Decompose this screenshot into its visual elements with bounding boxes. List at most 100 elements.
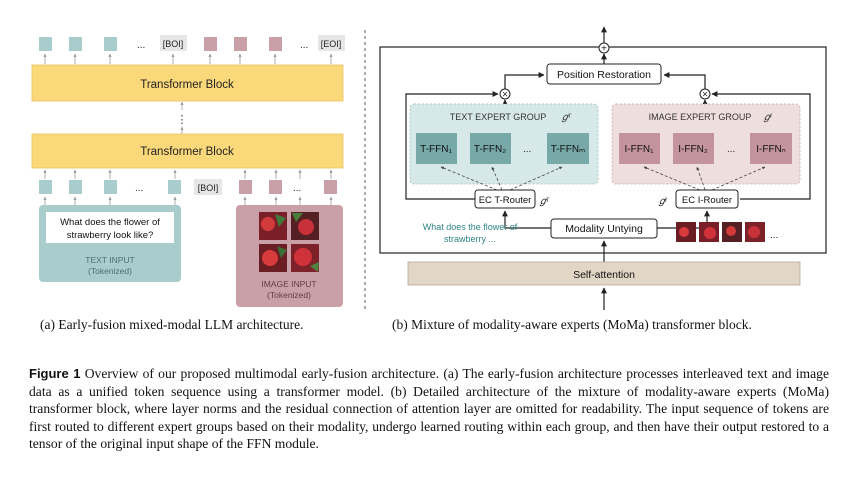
i-ffn-1 bbox=[619, 133, 660, 164]
ec-i-router bbox=[675, 189, 739, 209]
modality-untying-box bbox=[550, 218, 658, 239]
boi-token-box bbox=[194, 179, 222, 195]
ellipsis: ... bbox=[300, 40, 308, 51]
early-fusion-panel: ... [BOI] ... [EOI] Transformer Block ⋮ bbox=[31, 35, 345, 307]
boi-token-label: [BOI] bbox=[163, 39, 184, 49]
leaf-icon bbox=[277, 246, 287, 258]
strawberry-thumb-fruit-icon bbox=[704, 227, 716, 239]
eoi-token-label: [EOI] bbox=[321, 39, 342, 49]
i-ffn-2-label: I-FFN₂ bbox=[678, 144, 708, 155]
question-line-1: What does the flower of bbox=[60, 217, 160, 228]
input-arrows bbox=[43, 196, 333, 205]
text-router-gate-line bbox=[405, 96, 475, 200]
ec-t-router bbox=[474, 189, 536, 209]
image-input-label-2: (Tokenized) bbox=[267, 290, 311, 300]
text-token bbox=[39, 180, 52, 194]
image-token-thumbnails: ... bbox=[676, 222, 778, 242]
image-token bbox=[239, 180, 252, 194]
ec-i-router-label: EC I-Router bbox=[682, 195, 732, 206]
i-ffn-1-label: I-FFN₁ bbox=[625, 144, 655, 155]
text-token bbox=[69, 180, 82, 194]
text-expert-group-symbol: 𝑔ᵀ bbox=[561, 112, 573, 123]
upper-arrows bbox=[43, 53, 333, 64]
strawberry-thumb-fruit-icon bbox=[748, 226, 760, 238]
i-ffn-n-label: I-FFNₙ bbox=[756, 144, 786, 155]
strawberry-fruit-icon bbox=[262, 250, 278, 266]
lower-arrows bbox=[43, 169, 333, 179]
image-gate-path bbox=[711, 91, 811, 97]
t-ffn-1 bbox=[416, 133, 457, 164]
text-multiply-icon bbox=[499, 88, 511, 100]
transformer-block-lower bbox=[31, 133, 344, 169]
position-restoration-box bbox=[546, 63, 662, 85]
image-expert-group-title: IMAGE EXPERT GROUP bbox=[649, 112, 752, 122]
i-ffn-n bbox=[750, 133, 792, 164]
image-output-path bbox=[663, 72, 706, 90]
transformer-block-upper-label: Transformer Block bbox=[140, 79, 234, 91]
image-token bbox=[234, 37, 247, 51]
ellipsis: ... bbox=[135, 183, 143, 194]
strawberry-fruit-icon bbox=[298, 219, 314, 235]
transformer-block-upper bbox=[31, 64, 344, 102]
t-ffn-1-label: T-FFN₁ bbox=[420, 144, 452, 155]
text-token bbox=[69, 37, 82, 51]
figure-caption-text: Overview of our proposed multimodal earl… bbox=[29, 366, 829, 452]
ellipsis: ... bbox=[293, 183, 301, 194]
self-attention-label: Self-attention bbox=[573, 269, 635, 281]
text-token bbox=[104, 180, 117, 194]
residual-add-icon bbox=[598, 42, 610, 54]
thumb-ellipsis: ... bbox=[770, 230, 778, 241]
self-attention-box bbox=[407, 261, 801, 286]
residual-add-symbol: + bbox=[601, 44, 607, 55]
strawberry-image-tiles bbox=[259, 212, 319, 272]
strawberry-thumb-fruit-icon bbox=[679, 227, 689, 237]
question-box bbox=[46, 212, 174, 243]
subcaption-b: (b) Mixture of modality-aware experts (M… bbox=[392, 317, 752, 332]
boi-token-label: [BOI] bbox=[198, 183, 219, 193]
question-line-2: strawberry look like? bbox=[67, 230, 154, 241]
text-token bbox=[104, 37, 117, 51]
text-gate-path bbox=[405, 91, 499, 97]
inter-block-vdots: ⋮ bbox=[177, 114, 188, 126]
t-ffn-2-label: T-FFN₂ bbox=[474, 144, 506, 155]
modality-untying-label: Modality Untying bbox=[565, 223, 643, 235]
text-input-label-1: TEXT INPUT bbox=[85, 255, 134, 265]
boi-token-box bbox=[160, 35, 187, 51]
image-token bbox=[324, 180, 337, 194]
untying-to-t-router bbox=[502, 210, 551, 229]
image-router-gate-line bbox=[740, 96, 811, 200]
moma-block-panel: + Position Restoration × × TEXT EXPERT G… bbox=[379, 26, 827, 310]
text-token bbox=[39, 37, 52, 51]
t-ffn-ellipsis: ... bbox=[523, 144, 531, 155]
figure-caption-lead: Figure 1 bbox=[29, 366, 81, 381]
i-ffn-2 bbox=[673, 133, 714, 164]
ec-t-router-label: EC T-Router bbox=[479, 195, 532, 206]
text-token bbox=[168, 180, 181, 194]
t-ffn-m bbox=[547, 133, 589, 164]
eoi-token-box bbox=[318, 35, 345, 51]
strawberry-fruit-icon bbox=[261, 217, 275, 231]
i-ffn-ellipsis: ... bbox=[727, 144, 735, 155]
image-multiply-icon bbox=[699, 88, 711, 100]
image-token bbox=[204, 37, 217, 51]
text-expert-group-title: TEXT EXPERT GROUP bbox=[450, 112, 547, 122]
t-router-symbol: 𝑔ᵀ bbox=[539, 196, 551, 207]
leaf-icon bbox=[292, 213, 303, 222]
subcaption-a: (a) Early-fusion mixed-modal LLM archite… bbox=[40, 317, 304, 332]
architecture-figure: ... [BOI] ... [EOI] Transformer Block ⋮ bbox=[31, 26, 827, 312]
bottom-token-row: ... [BOI] ... bbox=[39, 179, 337, 195]
image-token bbox=[269, 37, 282, 51]
strawberry-fruit-icon bbox=[294, 248, 312, 266]
leaf-icon bbox=[275, 214, 286, 227]
text-query-line-2: strawberry ... bbox=[444, 234, 496, 244]
t-ffn-m-label: T-FFNₘ bbox=[551, 144, 586, 155]
image-token bbox=[269, 180, 282, 194]
text-multiply-symbol: × bbox=[502, 90, 508, 101]
position-restoration-label: Position Restoration bbox=[557, 69, 651, 81]
image-expert-group-symbol: 𝑔ᴵ bbox=[763, 112, 773, 123]
figure-caption: Figure 1 Overview of our proposed multim… bbox=[29, 365, 829, 453]
i-router-symbol: 𝑔ᴵ bbox=[658, 196, 668, 207]
text-input-label-2: (Tokenized) bbox=[88, 266, 132, 276]
image-multiply-symbol: × bbox=[702, 90, 708, 101]
text-routing-arrows bbox=[440, 166, 563, 191]
